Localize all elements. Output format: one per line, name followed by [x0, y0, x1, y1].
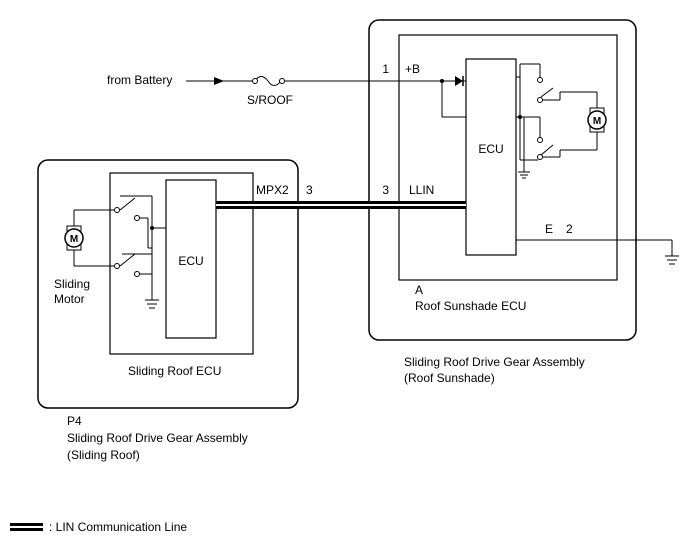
sunshade-motor: M — [587, 107, 607, 133]
sunshade-terminal-lin: LLIN — [409, 183, 434, 197]
sunshade-ecu-name: Roof Sunshade ECU — [415, 299, 526, 313]
fuse-icon — [254, 76, 282, 86]
sunshade-connector-code: A — [415, 283, 423, 297]
sunshade-terminal-ground: E — [545, 222, 553, 236]
sliding-roof-pin-lin: 3 — [306, 183, 313, 197]
sunshade-relay-switches — [516, 63, 598, 179]
sliding-motor: M — [64, 225, 84, 251]
sliding-roof-ecu-box — [109, 172, 254, 355]
sliding-roof-assembly-outline — [37, 159, 299, 409]
sliding-roof-inner-ecu-label: ECU — [178, 254, 203, 268]
sliding-motor-name: Sliding — [54, 277, 90, 291]
arrow-icon — [214, 77, 224, 85]
sunshade-assembly: ECU — [368, 19, 637, 385]
sliding-roof-junction-dot — [150, 226, 154, 230]
sliding-roof-assembly: ECU — [37, 159, 313, 462]
sunshade-ecu-box — [398, 34, 618, 281]
sunshade-terminal-battery: +B — [405, 62, 420, 76]
sliding-roof-assembly-name: Sliding Roof Drive Gear Assembly — [67, 431, 248, 445]
sliding-roof-inner-ecu — [165, 179, 217, 339]
legend: : LIN Communication Line — [10, 520, 187, 534]
sliding-motor-label: M — [70, 234, 78, 245]
sliding-roof-connector-code: P4 — [67, 414, 82, 428]
sliding-roof-ecu-name: Sliding Roof ECU — [128, 364, 221, 378]
battery-feed: from Battery S/ROOF — [107, 73, 466, 118]
sunshade-assembly-outline — [368, 19, 637, 341]
sunshade-assembly-name: Sliding Roof Drive Gear Assembly — [404, 355, 585, 369]
sunshade-motor-label: M — [593, 116, 601, 127]
sliding-roof-relay-switches — [73, 195, 166, 309]
sunshade-inner-ecu — [465, 58, 517, 256]
sliding-roof-terminal-lin: MPX2 — [256, 183, 289, 197]
legend-lin-label: : LIN Communication Line — [49, 520, 187, 534]
sliding-roof-assembly-variant: (Sliding Roof) — [67, 448, 140, 462]
sunshade-assembly-variant: (Roof Sunshade) — [404, 371, 495, 385]
sunshade-inner-ecu-label: ECU — [478, 142, 503, 156]
battery-source-label: from Battery — [107, 73, 172, 87]
sunshade-junction-dot — [518, 115, 522, 119]
sunshade-ground-wire — [516, 239, 679, 265]
sliding-motor-name-2: Motor — [54, 292, 85, 306]
sunshade-pin-battery: 1 — [382, 62, 389, 76]
sunshade-pin-ground: 2 — [566, 222, 573, 236]
sunshade-pin-lin: 3 — [382, 183, 389, 197]
diode-icon — [455, 76, 463, 86]
fuse-label: S/ROOF — [247, 93, 293, 107]
